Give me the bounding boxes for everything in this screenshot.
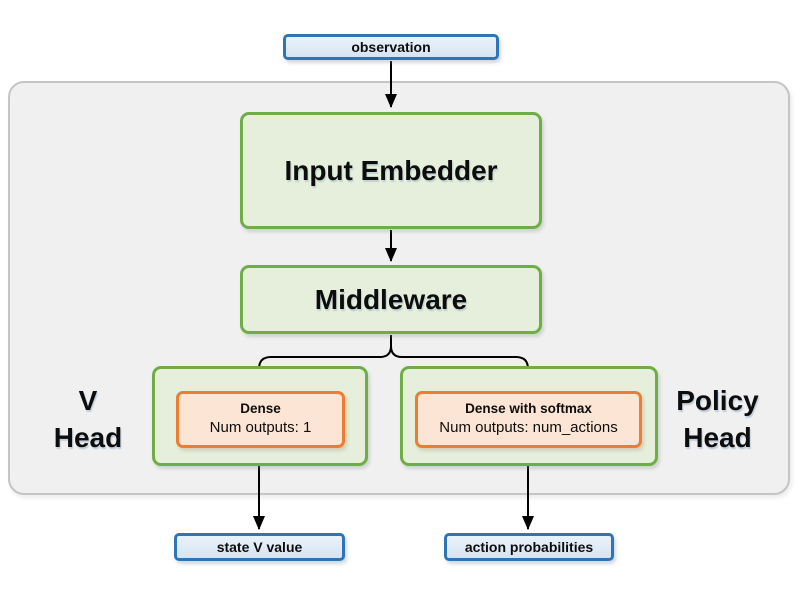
middleware-label: Middleware (314, 283, 468, 315)
state-v-value-node: state V value (174, 533, 345, 561)
policy-head-title-line1: Policy (676, 385, 759, 416)
observation-node: observation (283, 34, 499, 60)
policy-dense-num-outputs: Num outputs: num_actions (439, 419, 618, 437)
action-probabilities-node: action probabilities (444, 533, 614, 561)
policy-head-dense-node: Dense with softmax Num outputs: num_acti… (415, 391, 642, 448)
v-head-dense-node: Dense Num outputs: 1 (176, 391, 345, 448)
policy-head-title: Policy Head (650, 382, 785, 456)
v-dense-num-outputs: Num outputs: 1 (209, 419, 312, 437)
input-embedder-label: Input Embedder (284, 154, 498, 186)
policy-dense-title: Dense with softmax (465, 401, 592, 417)
input-embedder-node: Input Embedder (240, 112, 542, 229)
v-head-title-line2: Head (53, 422, 123, 453)
observation-label: observation (351, 39, 431, 55)
state-v-value-label: state V value (216, 539, 303, 555)
v-head-title-line1: V (78, 385, 98, 416)
v-dense-title: Dense (240, 401, 281, 417)
policy-head-title-line2: Head (683, 422, 752, 453)
action-probabilities-label: action probabilities (464, 539, 594, 555)
v-head-title: V Head (23, 382, 153, 456)
middleware-node: Middleware (240, 265, 542, 334)
